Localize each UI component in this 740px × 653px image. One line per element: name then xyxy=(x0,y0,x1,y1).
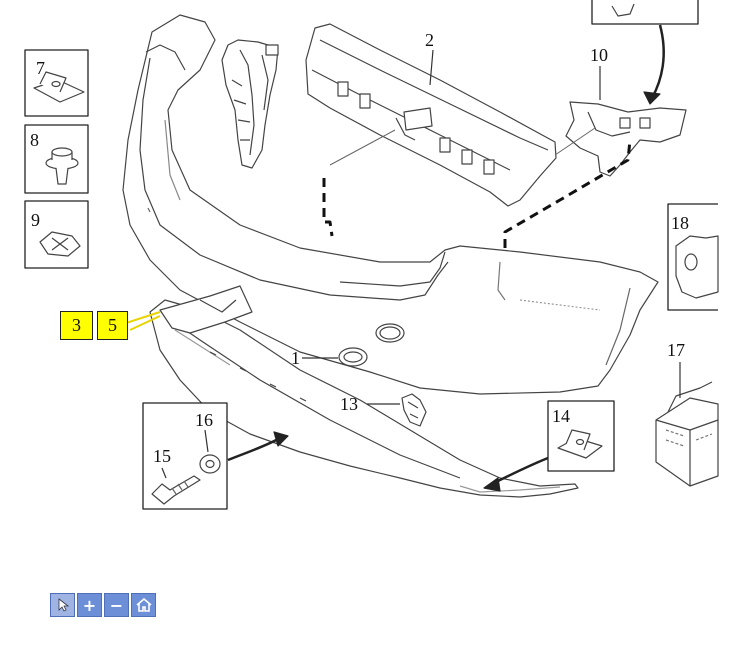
callout-10[interactable]: 10 xyxy=(590,45,608,65)
callout-3: 3 xyxy=(72,315,81,335)
parts-15-16-box[interactable] xyxy=(142,402,228,510)
callout-8: 8 xyxy=(30,130,39,150)
cursor-icon xyxy=(58,598,69,612)
callout-3-highlight[interactable]: 3 xyxy=(60,311,93,340)
lower-valance[interactable] xyxy=(149,299,579,498)
callout-14[interactable]: 14 xyxy=(552,406,570,426)
side-bracket-right[interactable] xyxy=(565,101,687,177)
zoom-in-button[interactable]: + xyxy=(77,593,102,617)
callout-15[interactable]: 15 xyxy=(153,446,171,466)
part-7-box[interactable] xyxy=(24,49,89,117)
minus-icon: − xyxy=(109,595,124,615)
callout-2[interactable]: 2 xyxy=(425,30,434,50)
part-8-box[interactable] xyxy=(24,124,89,194)
plus-icon: + xyxy=(82,595,97,615)
diagram-toolbar: + − xyxy=(50,593,156,617)
tow-hook-cap[interactable] xyxy=(338,347,368,367)
callout-5-highlight[interactable]: 5 xyxy=(97,311,128,340)
callout-17[interactable]: 17 xyxy=(667,340,685,360)
callout-7: 7 xyxy=(36,58,45,78)
callout-9: 9 xyxy=(31,210,40,230)
callout-1[interactable]: 1 xyxy=(291,348,300,368)
valance-trim[interactable] xyxy=(159,285,253,334)
callout-18[interactable]: 18 xyxy=(671,213,689,233)
part-17-package[interactable] xyxy=(655,362,719,487)
part-box-top[interactable] xyxy=(591,0,699,25)
pointer-tool-button[interactable] xyxy=(50,593,75,617)
callout-5: 5 xyxy=(108,315,117,335)
callout-13[interactable]: 13 xyxy=(340,394,358,414)
home-icon xyxy=(135,598,152,612)
part-9-box[interactable] xyxy=(24,200,89,269)
bumper-cover[interactable] xyxy=(122,14,659,395)
part-14-box[interactable] xyxy=(547,400,615,472)
callout-16[interactable]: 16 xyxy=(195,410,213,430)
home-button[interactable] xyxy=(131,593,156,617)
zoom-out-button[interactable]: − xyxy=(104,593,129,617)
side-bracket-left[interactable] xyxy=(221,39,279,169)
bumper-reinforcement[interactable] xyxy=(305,23,557,207)
mounting-clip[interactable] xyxy=(401,393,427,427)
part-18-box[interactable] xyxy=(667,203,719,311)
